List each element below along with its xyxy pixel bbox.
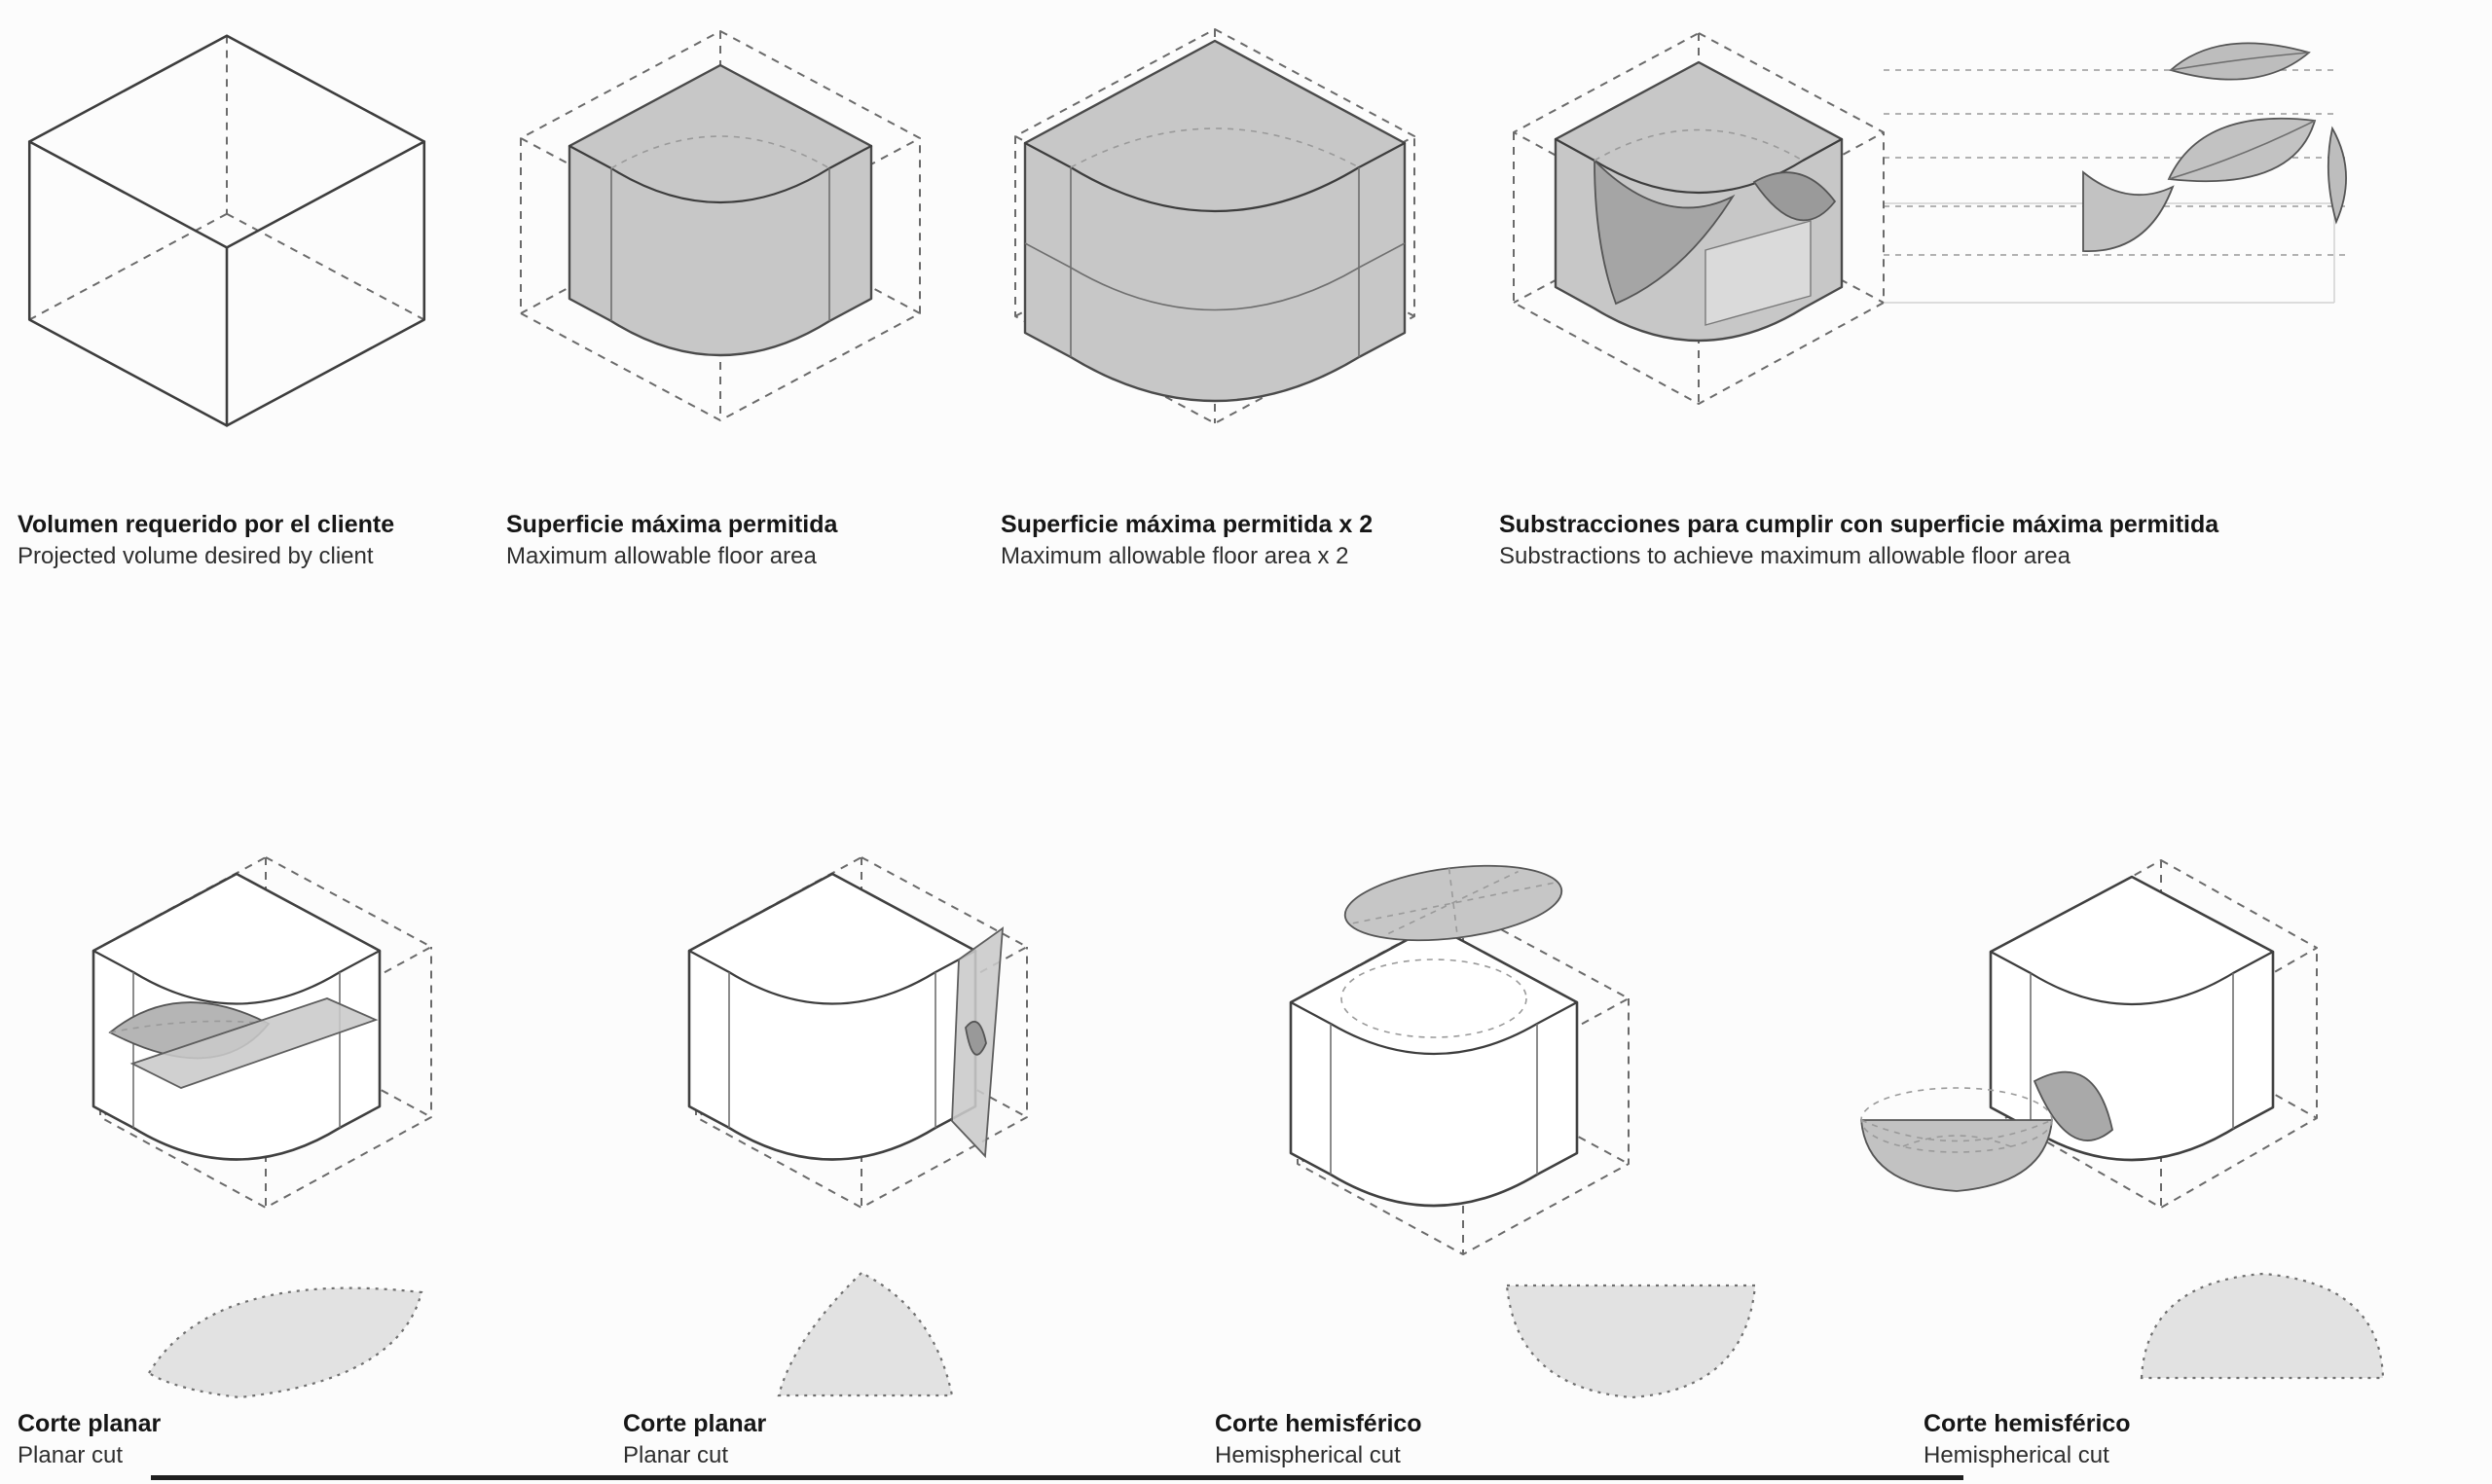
planar-cut-drawing-2 (687, 856, 1028, 1397)
caption-title: Substracciones para cumplir con superfic… (1499, 511, 2219, 538)
caption-subtractions: Substracciones para cumplir con superfic… (1499, 510, 2473, 571)
caption-title: Corte hemisférico (1924, 1410, 2131, 1437)
white-volume (1289, 923, 1579, 1208)
figure-subtractions (1499, 12, 2473, 510)
caption-title: Superficie máxima permitida (506, 511, 838, 538)
panel-hemispherical-cut-2: Corte hemisférico Hemispherical cut (1850, 833, 2453, 1470)
caption-title: Corte planar (623, 1410, 767, 1437)
planar-cut-drawing-1 (92, 856, 432, 1399)
caption-subtitle: Substractions to achieve maximum allowab… (1499, 542, 2071, 569)
gray-volume-x2 (1023, 39, 1407, 403)
caption-title: Corte hemisférico (1215, 1410, 1422, 1437)
dashed-bounding-cube (2004, 859, 2318, 1209)
footprint-shape (147, 1286, 423, 1399)
caption-subtitle: Maximum allowable floor area (506, 542, 817, 569)
panel-max-surface: Superficie máxima permitida Maximum allo… (506, 12, 998, 571)
caption-subtitle: Planar cut (623, 1441, 729, 1468)
figure-max-surface (506, 12, 998, 510)
caption-max-surface-x2: Superficie máxima permitida x 2 Maximum … (1001, 510, 1492, 571)
panel-subtractions: Substracciones para cumplir con superfic… (1499, 12, 2473, 571)
cutting-plane-vertical (951, 926, 1005, 1159)
panel-required-volume: Volumen requerido por el cliente Project… (18, 12, 504, 571)
subtraction-drawing (1513, 32, 2351, 405)
figure-planar-cut-2 (623, 833, 1168, 1409)
figure-required-volume (18, 12, 504, 510)
cutting-plane (129, 997, 379, 1089)
hemisphere-rim-dashed (1340, 959, 1527, 1038)
white-volume (1989, 875, 2275, 1162)
caption-required-volume: Volumen requerido por el cliente Project… (18, 510, 504, 571)
caption-title: Corte planar (18, 1410, 162, 1437)
footprint-shape (1505, 1284, 1757, 1399)
stacked-volume-drawing (1014, 28, 1415, 424)
cube-edges (27, 34, 426, 427)
page-bottom-rule (151, 1475, 1963, 1480)
dashed-bounding-cube (1513, 32, 1885, 405)
figure-hemispherical-cut-1 (1215, 833, 1799, 1409)
caption-subtitle: Hemispherical cut (1924, 1441, 2109, 1468)
figure-planar-cut-1 (18, 833, 602, 1409)
caption-planar-cut-1: Corte planar Planar cut (18, 1409, 602, 1470)
figure-max-surface-x2 (1001, 12, 1492, 510)
hidden-edges (28, 35, 425, 321)
scoop-hemisphere (1860, 1070, 2113, 1192)
caption-subtitle: Hemispherical cut (1215, 1441, 1401, 1468)
footprint-shape (2140, 1272, 2385, 1380)
caption-subtitle: Projected volume desired by client (18, 542, 374, 569)
panel-max-surface-x2: Superficie máxima permitida x 2 Maximum … (1001, 12, 1492, 571)
subtracted-pieces (2082, 42, 2347, 252)
hemispherical-cut-drawing-2 (1860, 859, 2385, 1380)
wireframe-cube-drawing (27, 34, 426, 427)
caption-max-surface: Superficie máxima permitida Maximum allo… (506, 510, 998, 571)
carved-gray-volume (1554, 60, 1844, 343)
caption-hemispherical-cut-2: Corte hemisférico Hemispherical cut (1924, 1409, 2453, 1470)
white-volume (687, 872, 977, 1161)
caption-planar-cut-2: Corte planar Planar cut (623, 1409, 1168, 1470)
footprint-shape (777, 1271, 954, 1397)
rounded-volume-drawing (520, 30, 921, 421)
caption-subtitle: Planar cut (18, 1441, 124, 1468)
gray-volume (568, 63, 873, 357)
caption-title: Superficie máxima permitida x 2 (1001, 511, 1374, 538)
panel-hemispherical-cut-1: Corte hemisférico Hemispherical cut (1215, 833, 1799, 1470)
caption-subtitle: Maximum allowable floor area x 2 (1001, 542, 1349, 569)
panel-planar-cut-1: Corte planar Planar cut (18, 833, 602, 1470)
caption-title: Volumen requerido por el cliente (18, 511, 395, 538)
figure-hemispherical-cut-2 (1850, 833, 2453, 1409)
removed-cap (1343, 864, 1563, 942)
panel-planar-cut-2: Corte planar Planar cut (623, 833, 1168, 1470)
projection-lines (1884, 69, 2351, 304)
caption-hemispherical-cut-1: Corte hemisférico Hemispherical cut (1215, 1409, 1799, 1470)
hemispherical-cut-drawing-1 (1289, 864, 1757, 1399)
